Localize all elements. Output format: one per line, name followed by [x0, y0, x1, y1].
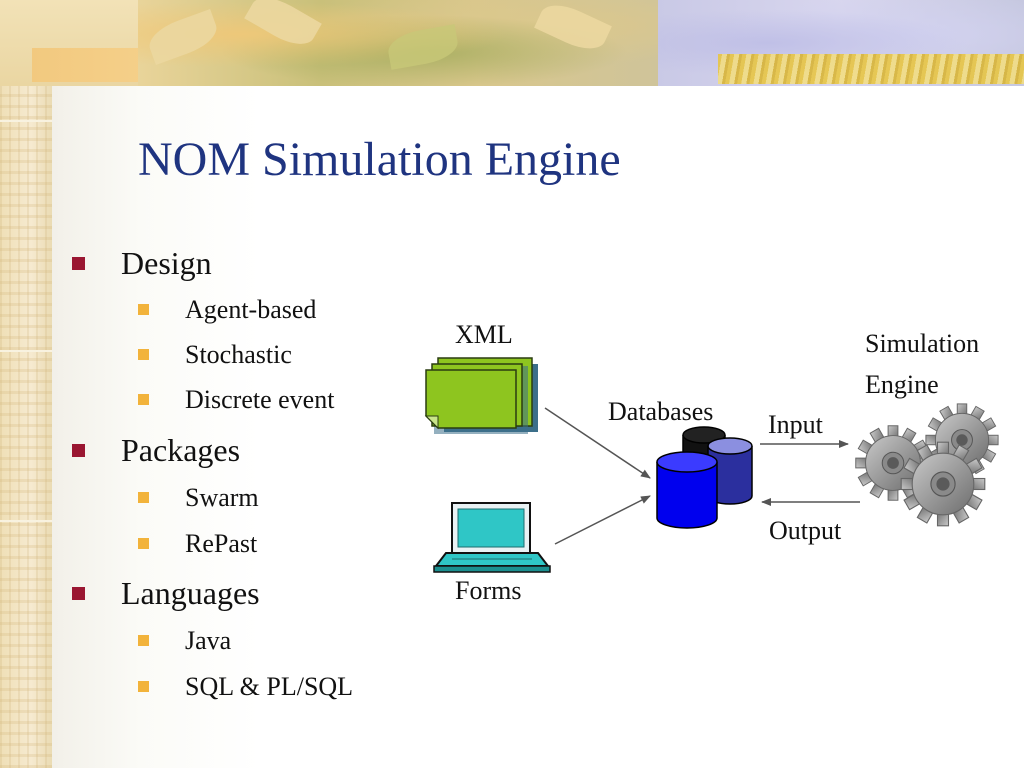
databases-label: Databases	[608, 397, 714, 426]
arrow-forms-to-db	[554, 495, 651, 545]
bullet-design: Design	[121, 245, 212, 281]
sub-bullet-marker	[138, 681, 149, 692]
input-label: Input	[768, 410, 823, 439]
bullet-marker	[72, 444, 85, 457]
left-texture-strip	[0, 0, 52, 768]
database-icon	[656, 426, 753, 529]
sub-bullet-marker	[138, 304, 149, 315]
sub-bullet-swarm: Swarm	[185, 483, 259, 512]
top-banner-image	[0, 0, 1024, 86]
bullet-languages: Languages	[121, 575, 260, 611]
documents-icon	[424, 357, 538, 434]
sub-bullet-agent-based: Agent-based	[185, 295, 317, 324]
sub-bullet-marker	[138, 394, 149, 405]
forms-label: Forms	[455, 576, 522, 605]
engine-label-line2: Engine	[865, 370, 939, 399]
sub-bullet-stochastic: Stochastic	[185, 340, 292, 369]
sub-bullet-marker	[138, 538, 149, 549]
bullet-marker	[72, 257, 85, 270]
sub-bullet-marker	[138, 635, 149, 646]
laptop-icon	[433, 502, 551, 573]
sub-bullet-java: Java	[185, 626, 232, 655]
slide-title: NOM Simulation Engine	[138, 133, 621, 186]
bullet-marker	[72, 587, 85, 600]
engine-label-line1: Simulation	[865, 329, 980, 358]
arrow-xml-to-db	[544, 407, 651, 479]
bullet-packages: Packages	[121, 432, 241, 468]
sub-bullet-discrete-event: Discrete event	[185, 385, 335, 414]
gears-icon	[855, 403, 999, 527]
sub-bullet-marker	[138, 349, 149, 360]
output-label: Output	[769, 516, 842, 545]
sub-bullet-repast: RePast	[185, 529, 258, 558]
sub-bullet-marker	[138, 492, 149, 503]
xml-label: XML	[455, 320, 513, 349]
sub-bullet-sql: SQL & PL/SQL	[185, 672, 354, 701]
